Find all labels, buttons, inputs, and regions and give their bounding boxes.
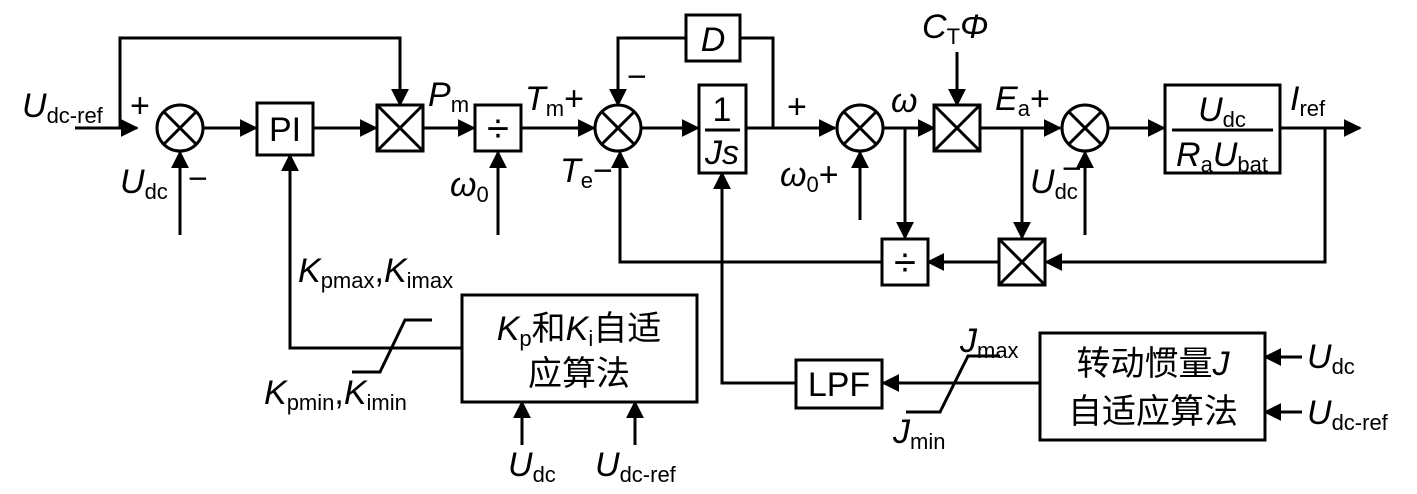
label-omega: ω [891,82,917,120]
summing-junction-torque [593,103,643,153]
inertia-title-line2: 自适应算法 [1068,393,1238,431]
pi-label: PI [269,111,301,149]
label-te: Te− [560,152,613,193]
output-numerator: Udc [1198,91,1246,132]
label-omega0-divider: ω0 [450,166,489,207]
kp-ki-adaptive-block: Kp和Ki自适 应算法 [460,293,699,404]
inertia-title-line1: 转动惯量J [1077,345,1231,383]
current-reference-block: Udc RaUbat [1163,83,1282,177]
sign-minus-emf: − [1062,150,1082,188]
divide-symbol: ÷ [487,107,509,151]
label-udc-emf: Udc [1030,163,1078,204]
label-udc-kpki: Udc [508,446,556,487]
label-udc-ref-inertia: Udc-ref [1307,394,1389,435]
sign-minus: − [188,160,208,198]
sign-minus-damping: − [627,58,647,96]
summing-junction-voltage [155,103,205,153]
multiplier-block-emf [932,103,982,153]
pi-controller-block: PI [255,101,315,157]
kp-ki-title-line2: 应算法 [528,355,630,393]
inertia-adaptive-block: 转动惯量J 自适应算法 [1038,331,1267,442]
integrator-block: 1 Js [697,83,748,175]
multiplier-block-power-feedback [997,237,1047,287]
sign-plus-integrator: + [787,88,807,126]
kp-ki-title-line1: Kp和Ki自适 [497,310,662,351]
label-pm: Pm [428,76,469,117]
damping-label: D [701,21,726,59]
multiplier-block-power [375,103,425,153]
label-k-min: Kpmin,Kimin [264,374,407,415]
integrator-denominator: Js [704,134,739,172]
label-omega0-speed: ω0+ [780,156,839,197]
label-udc-feedback: Udc [120,163,168,204]
label-j-min: Jmin [892,413,945,454]
label-ct-phi: CTΦ [922,8,988,49]
divider-block-electromagnetic-torque: ÷ [880,237,930,287]
label-udc-inertia: Udc [1307,338,1355,379]
damping-block: D [684,13,742,63]
signal-wires [75,36,1362,445]
lpf-block: LPF [794,358,884,410]
sign-plus: + [130,87,150,125]
output-denominator: RaUbat [1176,136,1268,177]
integrator-numerator: 1 [713,91,732,129]
label-k-max: Kpmax,Kimax [298,252,453,293]
lpf-label: LPF [808,366,870,404]
label-udc-ref-kpki: Udc-ref [595,446,677,487]
label-iref: Iref [1290,80,1326,121]
divide-symbol: ÷ [894,241,916,285]
label-udc-ref-input: Udc-ref [22,87,104,128]
summing-junction-speed [835,103,885,153]
label-ea: Ea+ [995,80,1050,121]
divider-block-torque: ÷ [473,103,523,153]
summing-junction-emf [1060,103,1110,153]
label-tm: Tm+ [525,80,584,121]
label-j-max: Jmax [959,322,1019,363]
